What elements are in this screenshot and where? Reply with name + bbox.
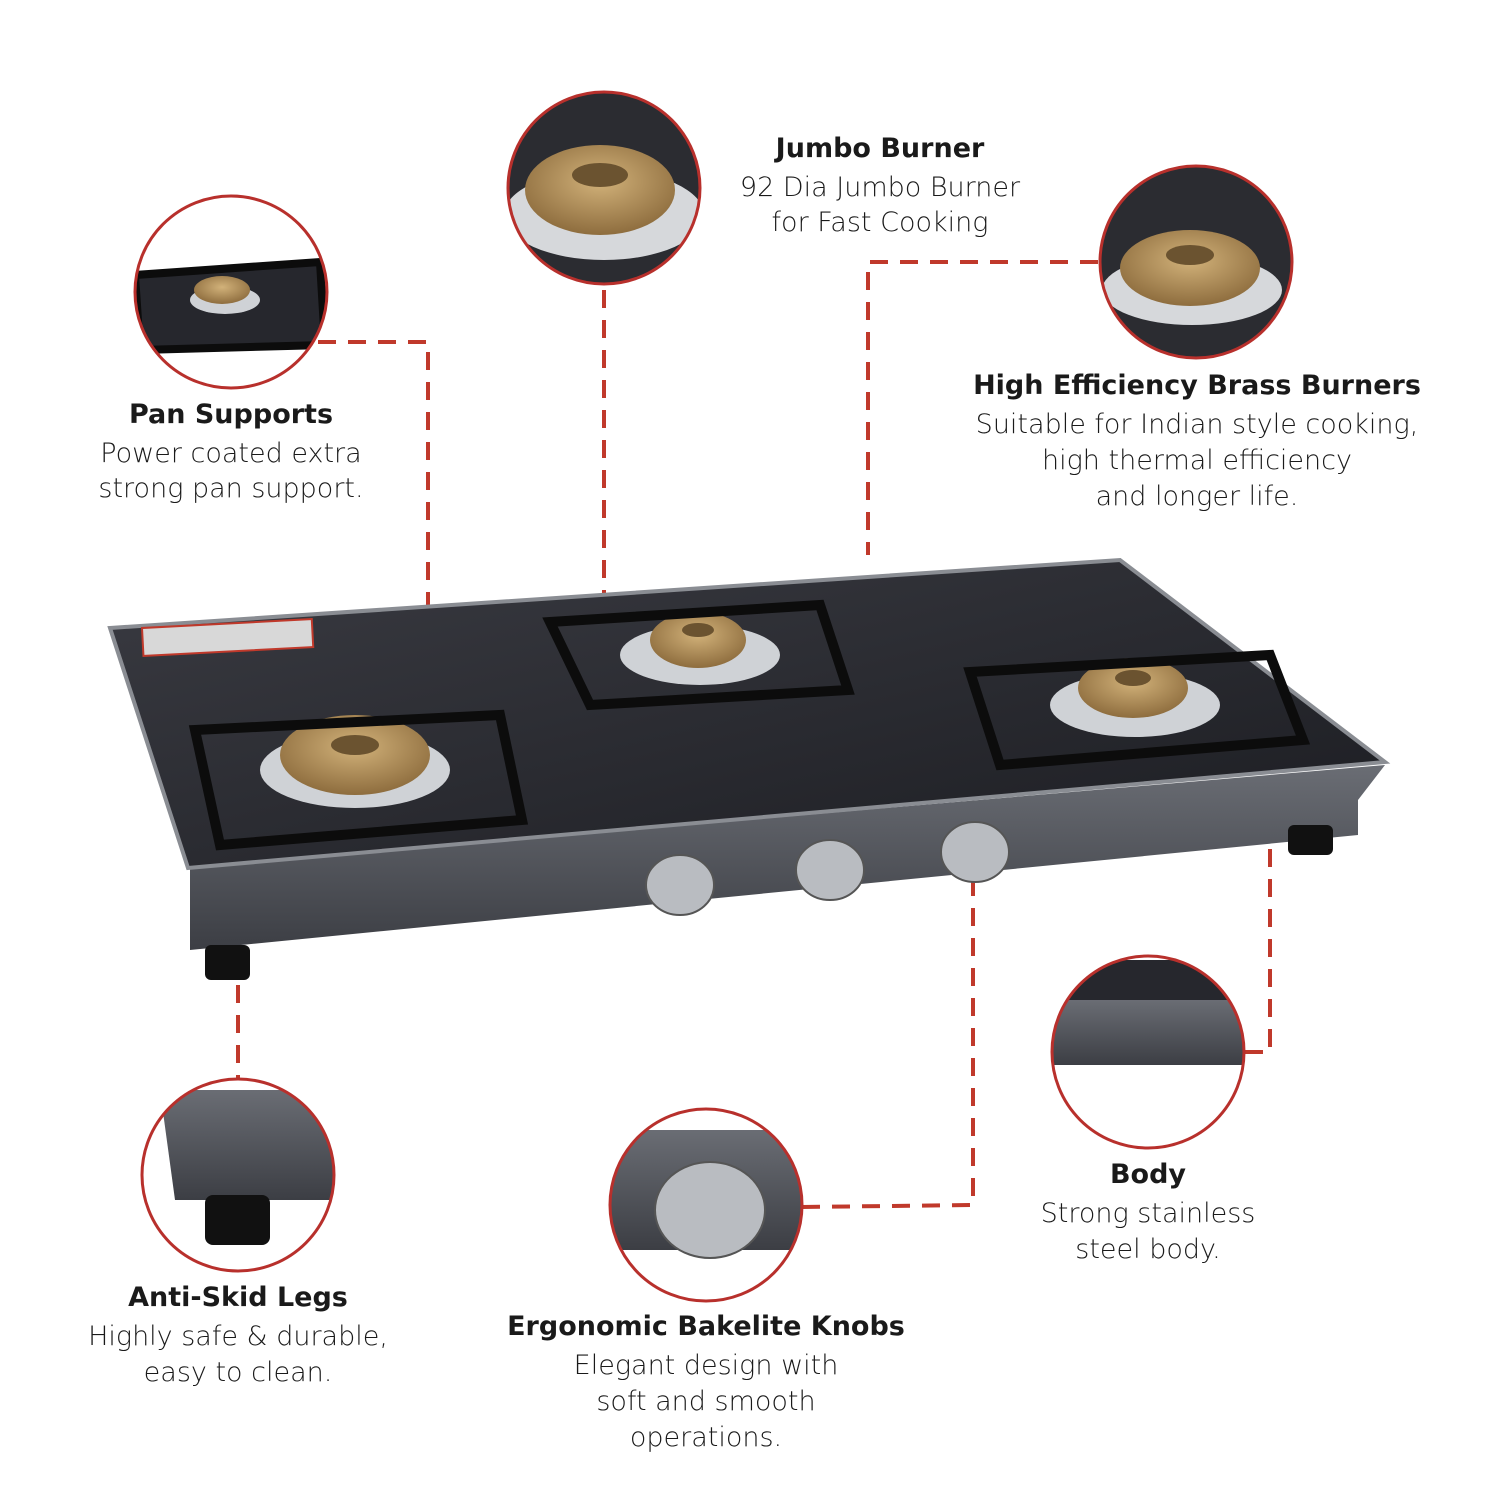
feature-desc: Power coated extra [100, 438, 362, 469]
anti-skid-legs-closeup [143, 1080, 333, 1270]
feature-desc: Strong stainless [1040, 1198, 1256, 1229]
knob-right [940, 821, 1010, 883]
feature-title: Ergonomic Bakelite Knobs [507, 1311, 905, 1342]
knob-left [645, 854, 715, 916]
feature-title: Anti-Skid Legs [128, 1282, 348, 1313]
feature-desc: steel body. [1075, 1234, 1221, 1265]
feature-brass-burners: High Efficiency Brass Burners Suitable f… [973, 372, 1421, 515]
feature-title: Jumbo Burner [775, 133, 985, 164]
feature-desc: Elegant design with [573, 1350, 839, 1381]
feature-desc: and longer life. [1095, 481, 1299, 512]
feature-desc: 92 Dia Jumbo Burner [739, 172, 1021, 203]
jumbo-burner-closeup [509, 93, 699, 283]
feature-title: Pan Supports [128, 399, 334, 430]
gas-stove [107, 557, 1391, 980]
feature-desc: soft and smooth [596, 1386, 816, 1417]
leader-pan-supports [318, 340, 430, 715]
burner-center [542, 599, 855, 711]
feature-jumbo-burner: Jumbo Burner 92 Dia Jumbo Burner for Fas… [740, 135, 1020, 240]
warning-sticker [140, 618, 315, 658]
pan-support-closeup [136, 197, 326, 387]
knobs-closeup [611, 1110, 801, 1300]
feature-pan-supports: Pan Supports Power coated extra strong p… [98, 401, 363, 506]
pan-support [542, 599, 855, 711]
feature-desc: Highly safe & durable, [88, 1321, 388, 1352]
feature-desc: strong pan support. [98, 473, 364, 504]
leader-knobs [801, 870, 975, 1209]
feature-title: High Efficiency Brass Burners [973, 370, 1421, 401]
pan-support [963, 649, 1311, 771]
feature-desc: Suitable for Indian style cooking, [975, 409, 1419, 440]
stove-leg [1288, 825, 1333, 855]
stove-leg [205, 945, 250, 980]
feature-anti-skid-legs: Anti-Skid Legs Highly safe & durable, ea… [88, 1284, 388, 1391]
leader-brass-burners [866, 260, 1098, 555]
detail-circles [133, 90, 1294, 1303]
feature-desc: easy to clean. [143, 1357, 333, 1388]
feature-desc: high thermal efficiency [1041, 445, 1352, 476]
burner-right [963, 649, 1311, 771]
leader-body [1245, 800, 1272, 1054]
burner-left [188, 709, 529, 851]
knob-center [795, 839, 865, 901]
feature-title: Body [1109, 1159, 1187, 1190]
feature-desc: operations. [629, 1422, 783, 1453]
feature-desc: for Fast Cooking [771, 207, 989, 238]
feature-body: Body Strong stainless steel body. [1041, 1161, 1256, 1268]
brass-burner-closeup [1101, 167, 1291, 357]
pan-support [188, 709, 529, 851]
stove-body [190, 765, 1385, 950]
feature-bakelite-knobs: Ergonomic Bakelite Knobs Elegant design … [507, 1313, 905, 1456]
